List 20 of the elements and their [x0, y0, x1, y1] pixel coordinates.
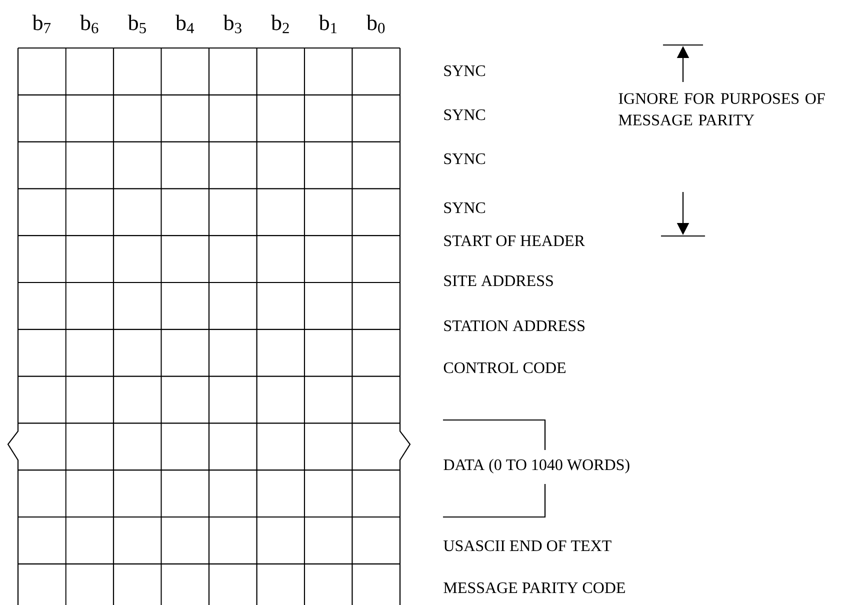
row-label: SYNC	[444, 109, 485, 120]
bit-label: b$_{7}$	[32, 14, 51, 34]
bit-label: b$_{0}$	[366, 14, 385, 34]
row-label: CONTROL CODE	[444, 362, 566, 374]
row-label: SYNC	[444, 153, 485, 164]
row-label: MESSAGE PARITY CODE	[444, 582, 625, 594]
bit-label: b$_{2}$	[271, 14, 289, 34]
bit-label: b$_{3}$	[223, 14, 242, 34]
row-label: SYNC	[444, 202, 485, 214]
bit-label: b$_{6}$	[80, 14, 98, 34]
row-label: USASCII END OF TEXT	[444, 540, 612, 552]
bit-label: b$_{1}$	[318, 14, 337, 34]
row-label: START OF HEADER	[444, 235, 585, 246]
row-label: SYNC	[444, 65, 485, 76]
row-label: STATION ADDRESS	[444, 320, 584, 332]
bit-label: b$_{5}$	[128, 14, 146, 34]
row-label: DATA (0 TO 1040 WORDS)	[444, 458, 630, 474]
note-text: IGNORE FOR PURPOSES OF MESSAGE PARITY	[618, 93, 825, 126]
bit-label: b$_{4}$	[176, 14, 194, 34]
row-label: SITE ADDRESS	[444, 275, 553, 286]
